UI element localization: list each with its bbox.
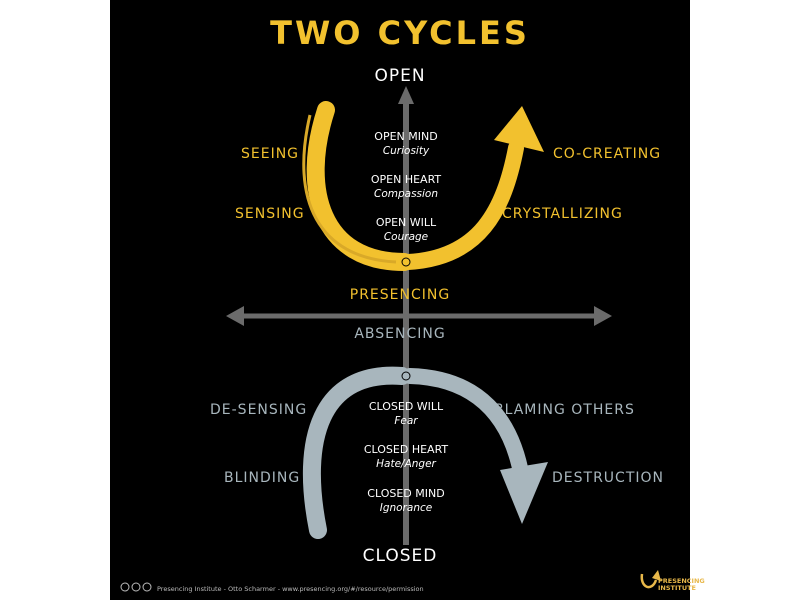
crystallizing-label: CRYSTALLIZING [502,206,623,222]
u-cycle-left-texture [302,114,397,264]
closed-mind-state: CLOSED MIND Ignorance [346,487,466,515]
sensing-label: SENSING [235,206,305,222]
blaming-others-label: BLAMING OTHERS [494,402,635,418]
open-heart-state: OPEN HEART Compassion [346,173,466,201]
presencing-point [401,257,411,267]
open-label: OPEN [374,66,426,86]
closed-will-title: CLOSED WILL [368,400,444,413]
logo-line-2: INSTITUTE [658,584,696,592]
logo-arrow-icon [652,570,661,581]
closed-heart-state: CLOSED HEART Hate/Anger [346,443,466,471]
open-will-state: OPEN WILL Courage [346,216,466,244]
closed-will-state: CLOSED WILL Fear [346,400,466,428]
cc-icon [120,582,130,592]
diagram-title: TWO CYCLES [270,14,530,52]
closed-heart-quality: Hate/Anger [376,458,436,470]
closed-heart-title: CLOSED HEART [363,443,449,456]
horizontal-axis-left-arrowhead [226,306,244,326]
logo-line-1: PRESENCING [658,577,705,585]
open-mind-quality: Curiosity [382,145,430,157]
footer-credit: Presencing Institute - Otto Scharmer - w… [157,585,424,593]
by-icon [131,582,141,592]
absencing-point [401,371,411,381]
u-cycle-right-arm [400,140,524,270]
vertical-axis-arrowhead [398,86,414,104]
closed-mind-quality: Ignorance [379,502,433,514]
blinding-label: BLINDING [224,470,301,486]
open-will-title: OPEN WILL [375,216,437,229]
absencing-cycle-right-arm [402,368,530,486]
presencing-institute-logo: PRESENCING INSTITUTE [658,578,705,592]
open-heart-title: OPEN HEART [370,173,442,186]
closed-will-quality: Fear [394,415,418,427]
absencing-cycle-left-arm [303,366,411,539]
absencing-label: ABSENCING [354,326,446,342]
destruction-label: DESTRUCTION [552,470,664,486]
open-will-quality: Courage [383,231,429,243]
logo-u-icon [640,573,658,589]
absencing-cycle-arrowhead [500,462,548,524]
closed-label: CLOSED [362,546,438,566]
presencing-label: PRESENCING [349,287,451,303]
closed-mind-title: CLOSED MIND [367,487,445,500]
de-sensing-label: DE-SENSING [210,402,308,418]
open-mind-title: OPEN MIND [374,130,438,143]
u-cycle-arrowhead [494,106,544,152]
co-creating-label: CO-CREATING [553,146,662,162]
horizontal-axis-right-arrowhead [594,306,612,326]
seeing-label: SEEING [241,146,300,162]
open-mind-state: OPEN MIND Curiosity [346,130,466,158]
nc-icon [142,582,152,592]
open-heart-quality: Compassion [373,188,439,200]
